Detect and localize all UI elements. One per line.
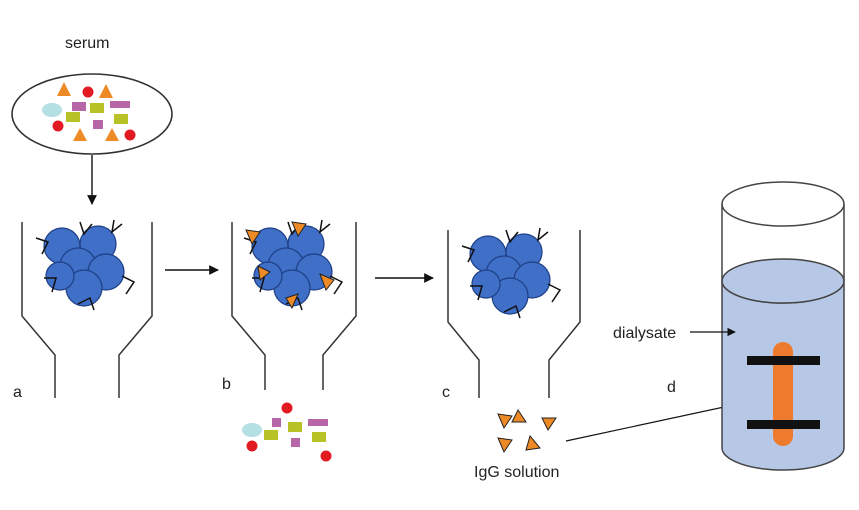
clip-top [747, 356, 820, 365]
serum-ellipse [11, 73, 173, 155]
igg-eluate [497, 409, 557, 454]
serum-components [42, 82, 136, 141]
clip-bottom [747, 420, 820, 429]
label-a: a [13, 384, 22, 401]
label-b: b [222, 376, 231, 393]
bound-igg [245, 221, 335, 310]
dialysate-label: dialysate [613, 325, 676, 342]
igg-solution-label: IgG solution [474, 464, 559, 481]
serum-label: serum [65, 35, 109, 52]
column-a [21, 219, 153, 398]
flowthrough-components [242, 402, 332, 462]
column-b [231, 219, 357, 390]
column-c [447, 227, 581, 398]
dialysis-beaker [721, 181, 845, 471]
label-d: d [667, 379, 676, 396]
label-c: c [442, 384, 450, 401]
